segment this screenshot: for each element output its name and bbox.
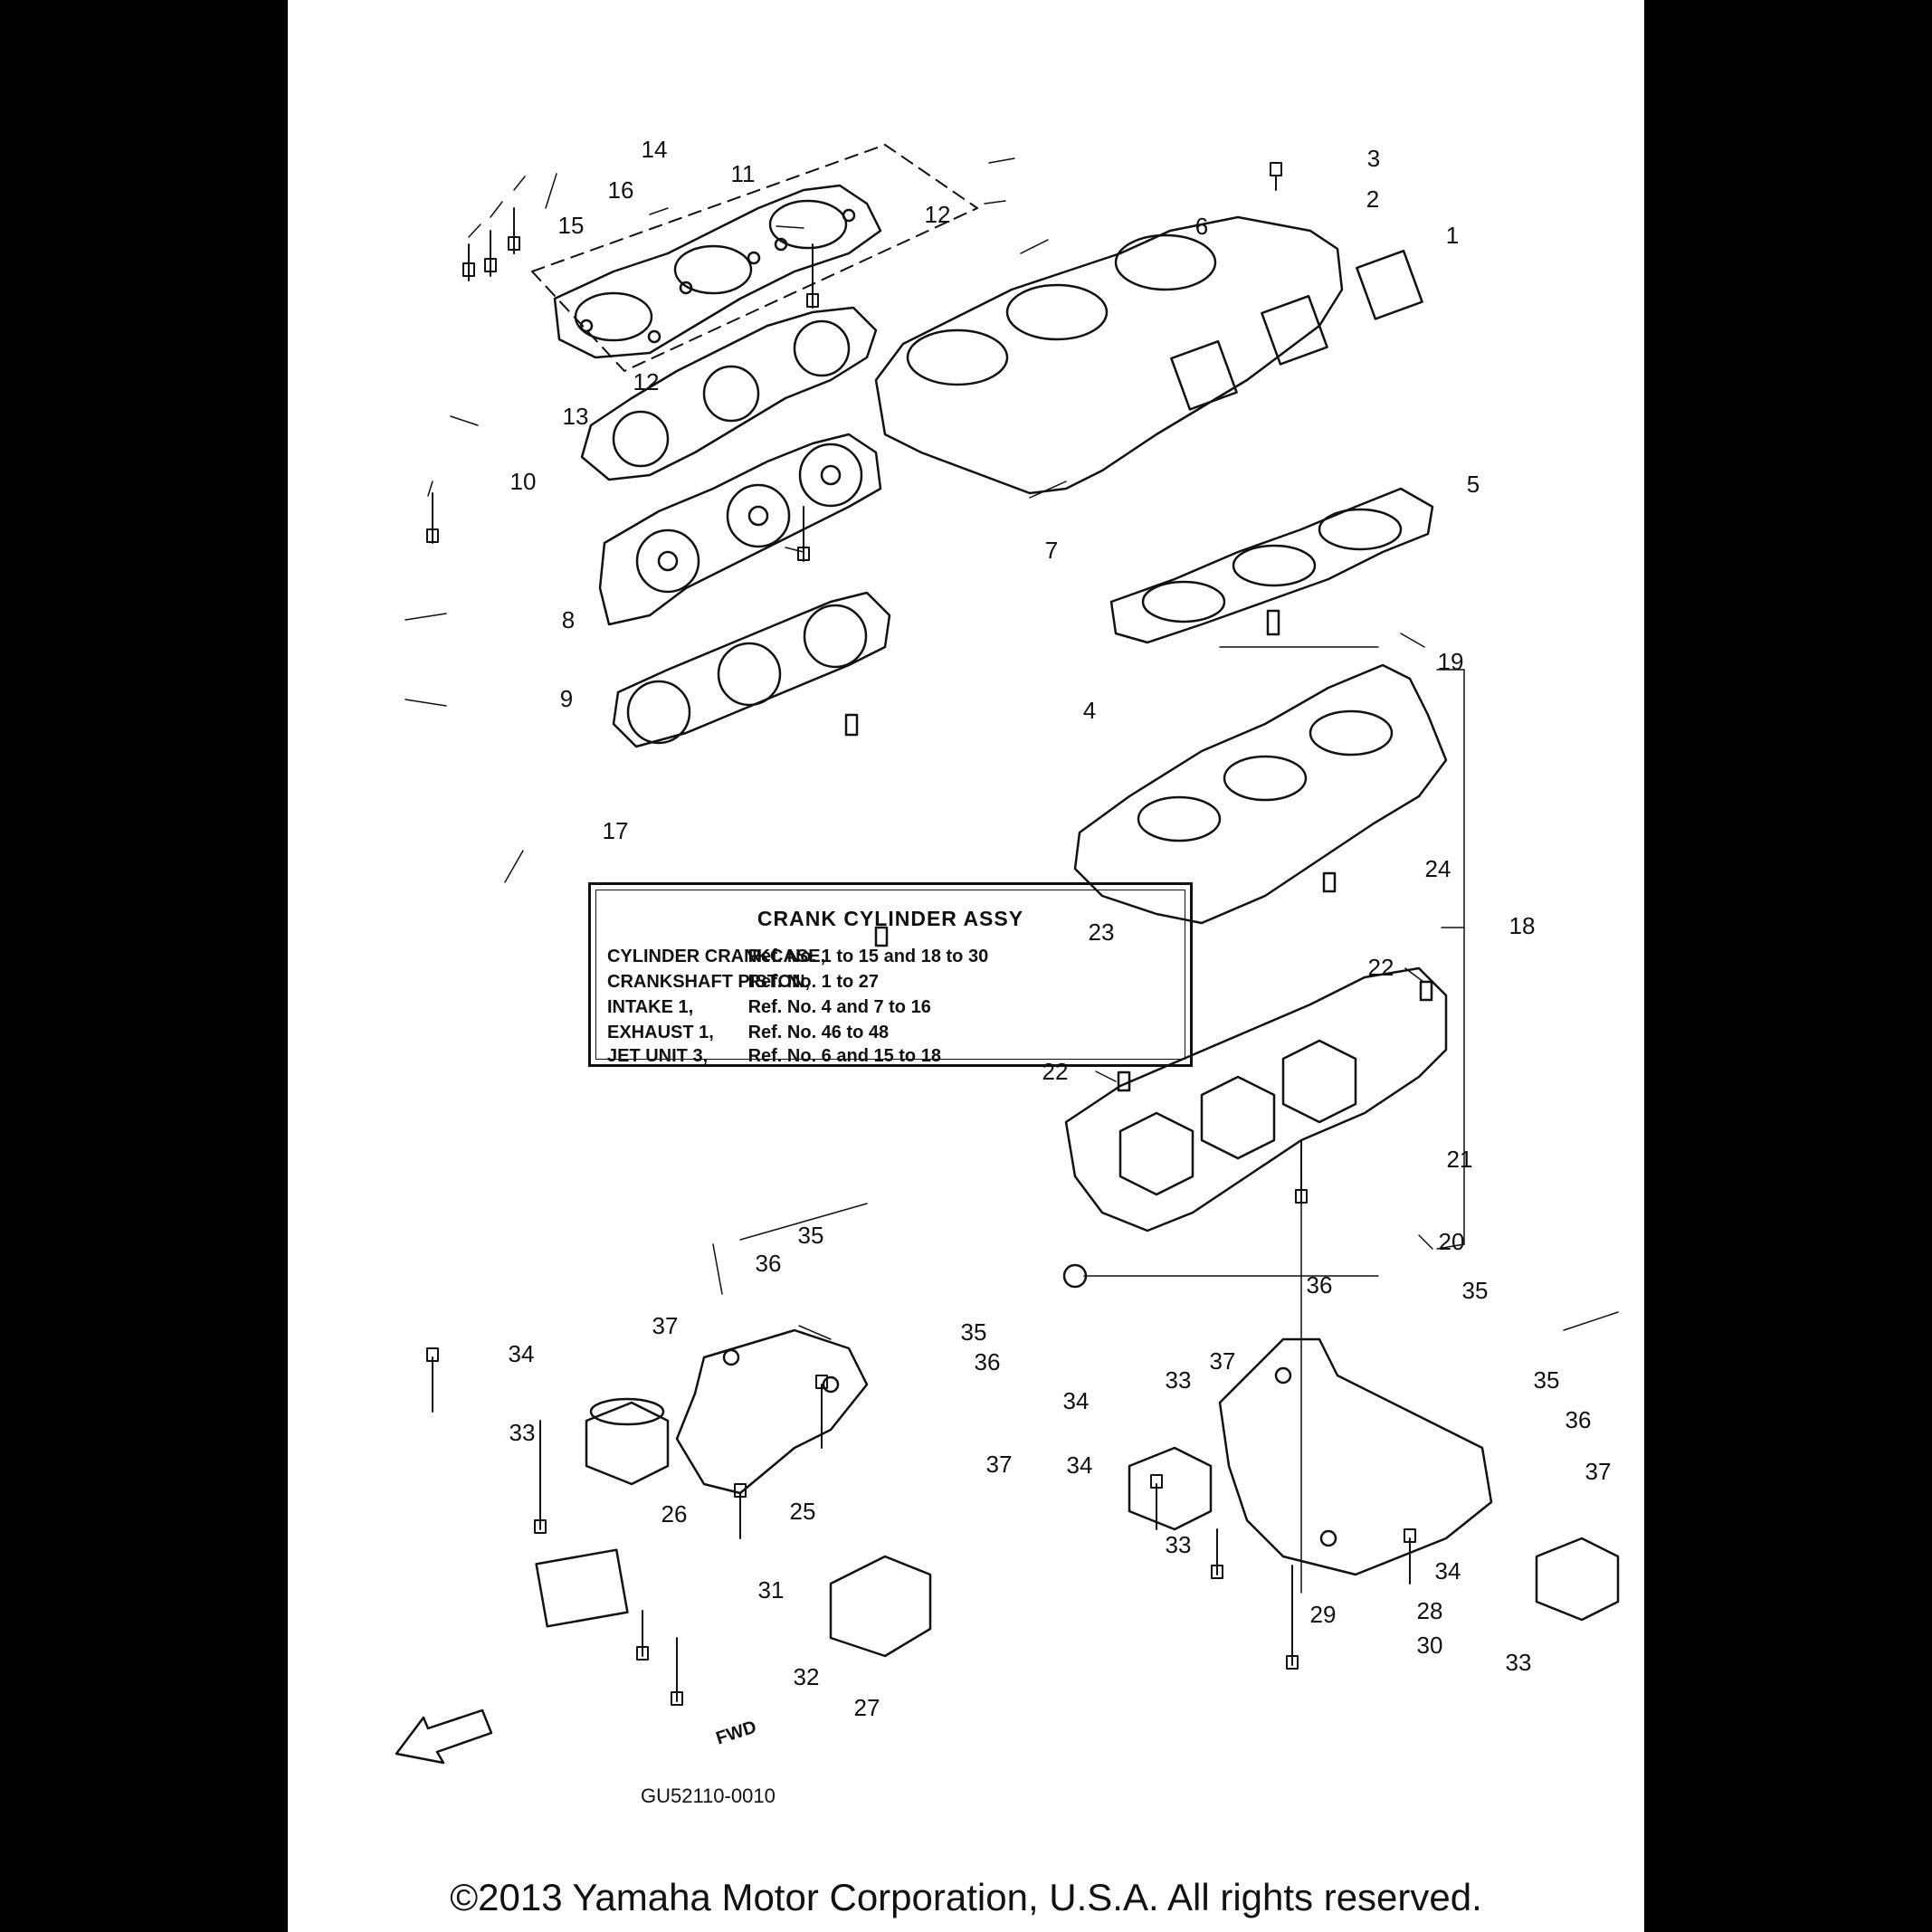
assembly-row-name: CRANKSHAFT PISTON, bbox=[607, 972, 811, 992]
assembly-row: CYLINDER CRANKCASE, Ref. No. 1 to 15 and… bbox=[607, 947, 988, 967]
callout-36: 36 bbox=[974, 1348, 1001, 1375]
callout-34: 34 bbox=[1434, 1557, 1461, 1585]
callout-35: 35 bbox=[797, 1222, 824, 1249]
assembly-info-box: CRANK CYLINDER ASSY CYLINDER CRANKCASE, … bbox=[588, 882, 1193, 1067]
callout-33: 33 bbox=[1165, 1531, 1192, 1558]
dowel-pins bbox=[844, 609, 1433, 1289]
leader-lines bbox=[404, 157, 1619, 1594]
damper-block bbox=[535, 1548, 629, 1628]
fwd-arrow-icon bbox=[395, 1708, 493, 1765]
callout-30: 30 bbox=[1416, 1632, 1443, 1659]
assembly-row-ref: Ref. No. 6 and 15 to 18 bbox=[747, 1046, 941, 1066]
callout-8: 8 bbox=[561, 606, 576, 633]
callout-14: 14 bbox=[641, 136, 668, 163]
assembly-info-inner-border bbox=[595, 890, 1185, 1060]
assembly-row-ref: Ref. No. 1 to 27 bbox=[747, 972, 880, 992]
assembly-row: INTAKE 1, Ref. No. 4 and 7 to 16 bbox=[607, 997, 931, 1018]
assembly-row: CRANKSHAFT PISTON, Ref. No. 1 to 27 bbox=[607, 972, 879, 993]
callout-37: 37 bbox=[1585, 1458, 1612, 1485]
callout-34: 34 bbox=[508, 1340, 535, 1367]
callout-35: 35 bbox=[1533, 1366, 1560, 1394]
cylinder-head bbox=[598, 433, 882, 626]
callout-32: 32 bbox=[793, 1663, 820, 1690]
callout-9: 9 bbox=[559, 685, 574, 712]
rear-engine-mount-bracket bbox=[1218, 1337, 1493, 1576]
callout-10: 10 bbox=[509, 468, 537, 495]
exploded-parts-diagram bbox=[395, 144, 1620, 1765]
callout-2: 2 bbox=[1366, 186, 1380, 213]
callout-1: 1 bbox=[1445, 222, 1460, 249]
callout-35: 35 bbox=[1461, 1277, 1489, 1304]
callout-4: 4 bbox=[1082, 697, 1097, 724]
copyright-notice: ©2013 Yamaha Motor Corporation, U.S.A. A… bbox=[450, 1876, 1482, 1918]
callout-36: 36 bbox=[755, 1250, 782, 1277]
callout-34: 34 bbox=[1066, 1451, 1093, 1479]
callout-29: 29 bbox=[1309, 1601, 1337, 1628]
figure-code: GU52110-0010 bbox=[641, 1784, 776, 1807]
bolts bbox=[426, 162, 1416, 1706]
assembly-row-ref: Ref. No. 1 to 15 and 18 to 30 bbox=[747, 947, 989, 966]
callout-5: 5 bbox=[1466, 471, 1480, 498]
rubber-mount-left bbox=[585, 1397, 670, 1486]
assembly-row-name: INTAKE 1, bbox=[607, 997, 694, 1017]
callout-3: 3 bbox=[1366, 145, 1381, 172]
callout-34: 34 bbox=[1062, 1387, 1090, 1414]
assembly-row-name: CYLINDER CRANKCASE, bbox=[607, 947, 826, 966]
callout-24: 24 bbox=[1424, 855, 1451, 882]
cylinder-base-gasket bbox=[1109, 487, 1434, 644]
front-engine-mount-bracket bbox=[675, 1328, 869, 1495]
head-gasket bbox=[612, 591, 891, 748]
cylinder-block bbox=[874, 215, 1423, 495]
callout-17: 17 bbox=[602, 817, 629, 844]
callout-37: 37 bbox=[985, 1451, 1013, 1478]
callout-18: 18 bbox=[1508, 912, 1536, 939]
callout-22: 22 bbox=[1367, 954, 1394, 981]
callout-11: 11 bbox=[730, 160, 756, 187]
callout-23: 23 bbox=[1088, 918, 1115, 946]
callout-13: 13 bbox=[562, 403, 589, 430]
callout-21: 21 bbox=[1446, 1146, 1473, 1173]
assembly-row: EXHAUST 1, Ref. No. 46 to 48 bbox=[607, 1023, 889, 1043]
callout-7: 7 bbox=[1044, 537, 1059, 564]
assembly-row-name: JET UNIT 3, bbox=[607, 1046, 709, 1066]
assembly-title: CRANK CYLINDER ASSY bbox=[757, 907, 1024, 930]
lower-crankcase bbox=[1064, 966, 1448, 1232]
callout-28: 28 bbox=[1416, 1597, 1443, 1624]
callout-35: 35 bbox=[960, 1318, 987, 1346]
assembly-row-ref: Ref. No. 46 to 48 bbox=[747, 1023, 890, 1042]
callout-20: 20 bbox=[1438, 1228, 1465, 1255]
callout-37: 37 bbox=[652, 1312, 679, 1339]
callout-12: 12 bbox=[924, 201, 951, 228]
callout-36: 36 bbox=[1306, 1271, 1333, 1299]
cylinder-head-cover bbox=[553, 184, 882, 359]
assembly-row-ref: Ref. No. 4 and 7 to 16 bbox=[747, 997, 931, 1017]
assembly-row: JET UNIT 3, Ref. No. 6 and 15 to 18 bbox=[607, 1046, 941, 1067]
callout-26: 26 bbox=[661, 1500, 688, 1528]
callout-25: 25 bbox=[789, 1498, 816, 1525]
upper-crankcase bbox=[1073, 663, 1448, 925]
rubber-mount-far-right bbox=[1535, 1537, 1620, 1622]
callout-12: 12 bbox=[633, 368, 660, 395]
callout-31: 31 bbox=[757, 1576, 785, 1604]
diagram-page: CRANK CYLINDER ASSY CYLINDER CRANKCASE, … bbox=[288, 0, 1644, 1932]
rubber-mount-right bbox=[1128, 1446, 1213, 1531]
callout-33: 33 bbox=[509, 1419, 536, 1446]
callout-37: 37 bbox=[1209, 1347, 1236, 1375]
callout-33: 33 bbox=[1505, 1649, 1532, 1676]
cover-gasket bbox=[580, 306, 878, 481]
callout-6: 6 bbox=[1194, 213, 1209, 240]
callout-36: 36 bbox=[1565, 1406, 1592, 1433]
callout-16: 16 bbox=[607, 176, 634, 204]
assembly-row-name: EXHAUST 1, bbox=[607, 1023, 714, 1042]
callout-22: 22 bbox=[1042, 1058, 1069, 1085]
callout-19: 19 bbox=[1437, 648, 1464, 675]
callout-33: 33 bbox=[1165, 1366, 1192, 1394]
callout-15: 15 bbox=[557, 212, 585, 239]
callout-27: 27 bbox=[853, 1694, 880, 1721]
rubber-mount-center bbox=[829, 1555, 932, 1658]
